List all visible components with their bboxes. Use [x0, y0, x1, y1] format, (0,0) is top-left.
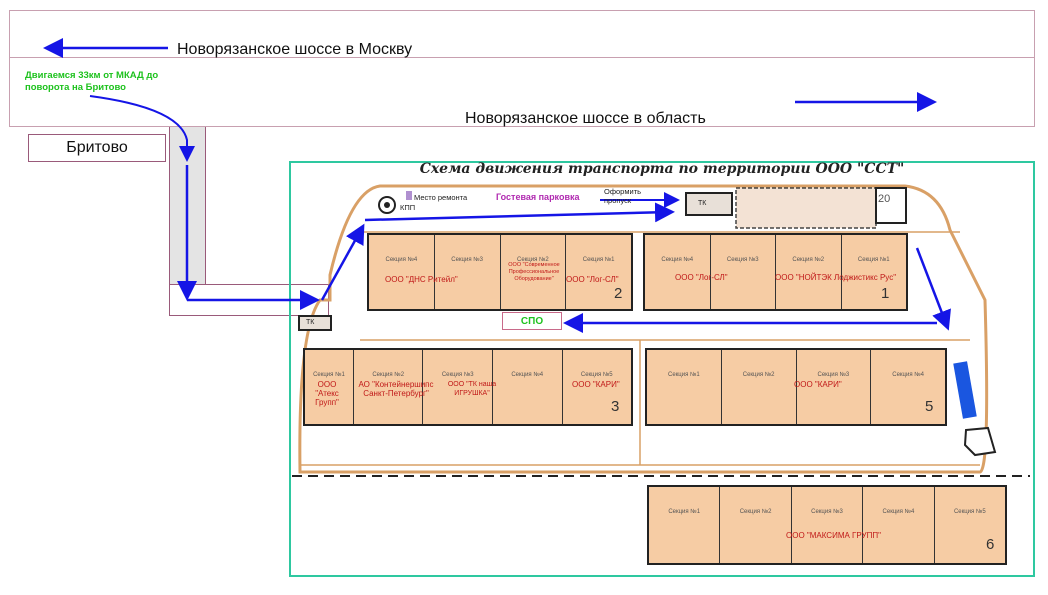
- building-1-section: Секция №4: [645, 235, 711, 309]
- building-3-section: Секция №5: [580, 372, 613, 378]
- gate-top-label: ТК: [698, 200, 707, 207]
- building-number: 3: [611, 398, 620, 415]
- gate-left-block: [298, 315, 332, 331]
- tenant-label: ООО "НОЙТЭК Лоджистикс Рус": [775, 273, 897, 282]
- building-6: Секция №1 Секция №2 Секция №3 Секция №4 …: [647, 485, 1007, 565]
- building-3: Секция №1 Секция №2 Секция №3 Секция №4 …: [303, 348, 633, 426]
- site-map-frame: [289, 161, 1035, 577]
- building-2: Секция №4 Секция №3 Секция №2 Секция №1: [367, 233, 633, 311]
- guest-parking-label: Гостевая парковка: [496, 192, 580, 202]
- parking-strip: [953, 361, 977, 419]
- hatched-building: [735, 187, 877, 229]
- tenant-label: ООО "МАКСИМА ГРУПП": [786, 531, 881, 540]
- internal-road: [298, 184, 989, 474]
- road-to-moscow-label: Новорязанское шоссе в Москву: [177, 41, 413, 58]
- building-2-section: Секция №2: [501, 235, 567, 309]
- highway-divider: [9, 57, 1035, 58]
- site-map-title: Схема движения транспорта по территории …: [419, 161, 905, 177]
- tenant-label: ООО "Атекс Групп": [315, 380, 339, 407]
- spo-box: СПО: [502, 312, 562, 330]
- guard-house: [963, 426, 997, 457]
- building-1-section: Секция №3: [711, 235, 776, 309]
- building-5-section: Секция №3: [797, 350, 872, 424]
- building-6-section: Секция №5: [953, 509, 986, 515]
- tenant-label: ООО "Лог-СЛ": [675, 273, 728, 282]
- building-2-section: Секция №4: [369, 235, 435, 309]
- tenant-label: ООО "ДНС Ритейл": [385, 275, 458, 284]
- driving-instruction: Двигаемся 33км от МКАД до поворота на Бр…: [25, 70, 159, 93]
- kpp-label: КПП: [400, 203, 416, 212]
- building-5-section: Секция №4: [892, 372, 925, 378]
- tenant-label: ООО "Лог-СЛ": [566, 275, 619, 284]
- kpp-circle: [378, 196, 396, 214]
- building-5-section: Секция №1: [647, 350, 722, 424]
- road-to-region-label: Новорязанское шоссе в область: [465, 110, 706, 127]
- building-number: 6: [986, 536, 995, 553]
- highway-box: [9, 10, 1035, 127]
- tenant-label: ООО "Современное Профессиональное Оборуд…: [508, 262, 560, 282]
- building-2-section: Секция №1: [582, 257, 615, 263]
- building-number: 2: [614, 285, 623, 302]
- building-20-number: 20: [878, 193, 891, 205]
- gate-top-block: [685, 192, 733, 216]
- building-1: Секция №4 Секция №3 Секция №2 Секция №1: [643, 233, 908, 311]
- tenant-label: АО "Контейнершипс Санкт-Петербург": [358, 380, 434, 398]
- building-6-section: Секция №3: [792, 487, 864, 563]
- building-1-section: Секция №1: [857, 257, 890, 263]
- building-number: 5: [925, 398, 934, 415]
- building-5-section: Секция №2: [722, 350, 797, 424]
- repair-marker: [406, 191, 412, 200]
- building-3-section: Секция №2: [354, 350, 424, 424]
- repair-label: Место ремонта: [414, 193, 468, 202]
- building-2-section: Секция №3: [435, 235, 501, 309]
- building-6-section: Секция №2: [720, 487, 792, 563]
- tenant-label: ООО "ТК наша ИГРУШКА": [447, 381, 497, 397]
- building-6-section: Секция №1: [649, 487, 721, 563]
- building-6-section: Секция №4: [863, 487, 935, 563]
- building-3-section: Секция №3: [423, 350, 493, 424]
- gate-left-label: ТК: [306, 319, 315, 326]
- building-3-section: Секция №1: [305, 350, 354, 424]
- building-number: 1: [881, 285, 890, 302]
- building-3-section: Секция №4: [493, 350, 563, 424]
- tenant-label: ООО "КАРИ": [572, 380, 620, 389]
- britovo-label: Бритово: [28, 134, 166, 162]
- pass-label: Оформить пропуск: [604, 187, 642, 205]
- tenant-label: ООО "КАРИ": [794, 380, 842, 389]
- building-5: Секция №1 Секция №2 Секция №3 Секция №4: [645, 348, 947, 426]
- internal-road-inner: [300, 231, 980, 466]
- building-1-section: Секция №2: [776, 235, 842, 309]
